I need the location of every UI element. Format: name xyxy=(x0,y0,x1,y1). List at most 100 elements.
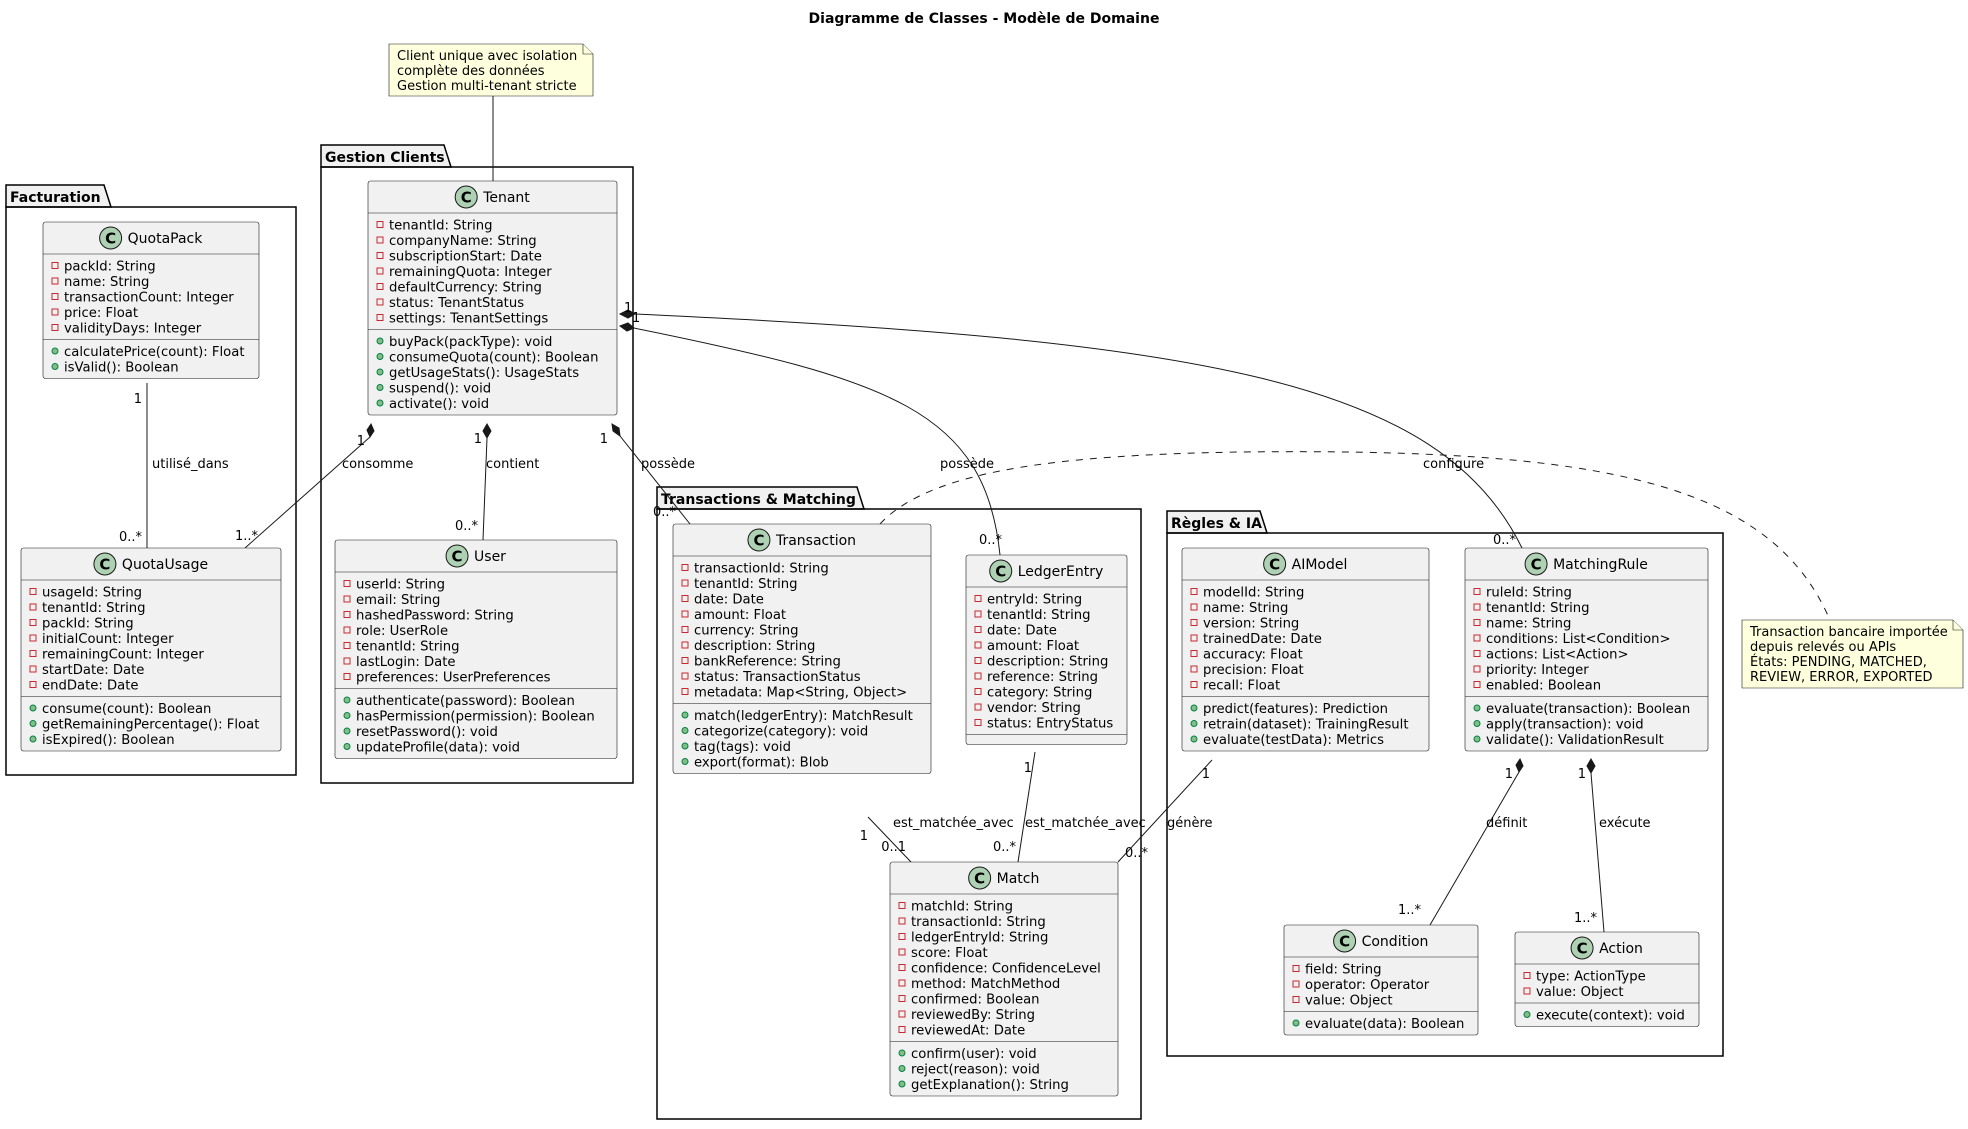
relation-label: possède xyxy=(641,457,695,472)
class-name: Condition xyxy=(1362,934,1429,950)
class-method: buyPack(packType): void xyxy=(389,335,552,350)
relation-matchingrule-action: exécute 1 1..* xyxy=(1574,757,1651,933)
class-name: Tenant xyxy=(482,190,530,206)
public-visibility-icon xyxy=(376,337,384,345)
private-visibility-icon xyxy=(681,579,689,587)
package-label: Transactions & Matching xyxy=(661,492,856,508)
private-visibility-icon xyxy=(1190,650,1198,657)
class-name: MatchingRule xyxy=(1553,557,1648,573)
multiplicity: 1 xyxy=(632,311,640,326)
private-visibility-icon xyxy=(681,657,689,664)
private-visibility-icon xyxy=(681,688,689,695)
class-attribute: type: ActionType xyxy=(1536,970,1646,985)
class-box xyxy=(20,547,282,752)
class-attribute: subscriptionStart: Date xyxy=(389,250,542,265)
note-line: États: PENDING, MATCHED, xyxy=(1750,654,1927,670)
note-line: depuis relevés ou APIs xyxy=(1750,640,1896,655)
relation-label: est_matchée_avec xyxy=(1025,816,1146,831)
class-box xyxy=(889,861,1119,1097)
private-visibility-icon xyxy=(898,902,906,909)
private-visibility-icon xyxy=(1190,665,1198,673)
private-visibility-icon xyxy=(29,603,37,611)
private-visibility-icon xyxy=(898,948,906,956)
class-method: resetPassword(): void xyxy=(356,725,498,740)
class-name: Match xyxy=(997,871,1040,887)
class-method: consume(count): Boolean xyxy=(42,702,211,717)
public-visibility-icon xyxy=(681,711,689,719)
relation-tenant-user: contient 1 0..* xyxy=(455,422,539,541)
public-visibility-icon xyxy=(51,347,59,355)
private-visibility-icon xyxy=(974,719,982,726)
private-visibility-icon xyxy=(376,221,384,228)
class-attribute: date: Date xyxy=(694,593,764,608)
private-visibility-icon xyxy=(343,595,351,603)
relation-ledgerentry-match: est_matchée_avec 1 0..* xyxy=(993,751,1146,863)
class-method: updateProfile(data): void xyxy=(356,741,520,756)
private-visibility-icon xyxy=(1473,619,1481,626)
multiplicity: 1 xyxy=(624,301,632,316)
private-visibility-icon xyxy=(343,580,351,587)
private-visibility-icon xyxy=(51,324,59,331)
private-visibility-icon xyxy=(1190,619,1198,626)
public-visibility-icon xyxy=(376,353,384,360)
class-attribute: settings: TenantSettings xyxy=(389,312,548,327)
private-visibility-icon xyxy=(898,979,906,987)
class-name: User xyxy=(474,549,506,565)
note-connector xyxy=(879,451,1836,634)
class-attribute: status: EntryStatus xyxy=(987,717,1113,732)
class-method: isExpired(): Boolean xyxy=(42,733,175,748)
class-method: evaluate(transaction): Boolean xyxy=(1486,702,1690,717)
class-box xyxy=(672,523,932,774)
class-attribute: remainingQuota: Integer xyxy=(389,265,552,280)
class-stereotype-icon xyxy=(1263,552,1287,576)
private-visibility-icon xyxy=(974,595,982,602)
relation-label: utilisé_dans xyxy=(152,457,229,472)
public-visibility-icon xyxy=(681,758,689,765)
private-visibility-icon xyxy=(29,588,37,595)
class-stereotype-icon xyxy=(747,528,771,552)
class-attribute: modelId: String xyxy=(1203,586,1304,601)
note-line: REVIEW, ERROR, EXPORTED xyxy=(1750,670,1933,685)
package-label: Gestion Clients xyxy=(325,150,445,166)
relation-label: contient xyxy=(486,457,539,472)
class-method: getUsageStats(): UsageStats xyxy=(389,366,579,381)
class-attribute: tenantId: String xyxy=(1486,601,1590,616)
class-attribute: enabled: Boolean xyxy=(1486,679,1601,694)
multiplicity: 1..* xyxy=(1574,911,1598,926)
multiplicity: 0..* xyxy=(455,519,479,534)
private-visibility-icon xyxy=(343,626,351,634)
public-visibility-icon xyxy=(343,696,351,704)
relation-label: exécute xyxy=(1599,816,1651,831)
class-attribute: description: String xyxy=(987,655,1108,670)
relation-label: possède xyxy=(940,457,994,472)
public-visibility-icon xyxy=(343,727,351,735)
private-visibility-icon xyxy=(376,236,384,244)
class-method: hasPermission(permission): Boolean xyxy=(356,710,595,725)
class-attribute: version: String xyxy=(1203,617,1299,632)
private-visibility-icon xyxy=(681,626,689,633)
private-visibility-icon xyxy=(1292,996,1300,1003)
class-attribute: hashedPassword: String xyxy=(356,609,514,624)
public-visibility-icon xyxy=(898,1049,906,1057)
class-box xyxy=(334,539,618,759)
public-visibility-icon xyxy=(1523,1011,1531,1018)
class-attribute: tenantId: String xyxy=(987,608,1091,623)
class-attribute: precision: Float xyxy=(1203,663,1304,678)
class-name: QuotaPack xyxy=(128,231,204,247)
private-visibility-icon xyxy=(29,619,37,626)
class-attribute: confidence: ConfidenceLevel xyxy=(911,962,1101,977)
public-visibility-icon xyxy=(1473,720,1481,727)
relation-label: génère xyxy=(1167,816,1213,831)
private-visibility-icon xyxy=(1523,972,1531,979)
public-visibility-icon xyxy=(51,363,59,370)
class-stereotype-icon xyxy=(1333,929,1357,953)
class-attribute: transactionCount: Integer xyxy=(64,291,234,306)
private-visibility-icon xyxy=(51,293,59,300)
class-name: Transaction xyxy=(775,533,856,549)
relation-tenant-transaction: possède 1 0..* xyxy=(600,423,695,525)
class-attribute: date: Date xyxy=(987,624,1057,639)
